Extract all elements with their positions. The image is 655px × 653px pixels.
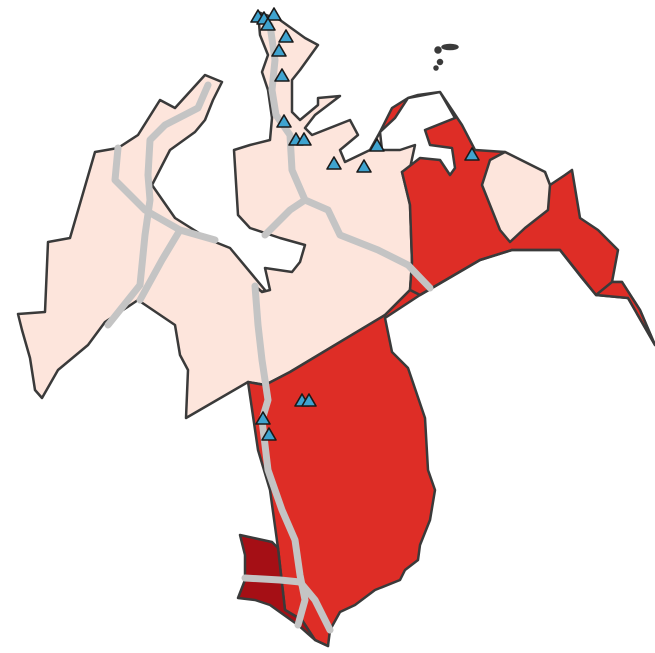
site-marker[interactable] [369, 138, 385, 152]
site-marker[interactable] [271, 43, 287, 57]
road [136, 226, 184, 304]
site-marker[interactable] [296, 132, 312, 146]
road [261, 196, 309, 239]
site-marker[interactable] [278, 29, 294, 43]
site-marker[interactable] [276, 114, 292, 128]
region-south[interactable] [246, 248, 655, 648]
site-marker[interactable] [261, 427, 277, 441]
region-southwest-tip[interactable] [236, 533, 330, 648]
road [241, 574, 334, 634]
islet [441, 43, 459, 51]
site-marker[interactable] [260, 17, 276, 31]
islet [436, 58, 444, 66]
site-marker[interactable] [274, 68, 290, 82]
region-northeast-enclave[interactable] [480, 150, 552, 244]
road [111, 144, 219, 244]
roads-layer [104, 21, 434, 634]
site-marker[interactable] [356, 159, 372, 173]
markers-layer [250, 7, 480, 441]
islet [433, 65, 439, 71]
regions-layer [16, 10, 655, 648]
road [104, 81, 212, 329]
site-marker[interactable] [266, 7, 282, 21]
site-marker[interactable] [464, 147, 480, 161]
islet [434, 46, 442, 54]
site-marker[interactable] [326, 156, 342, 170]
site-marker[interactable] [255, 411, 271, 425]
site-marker[interactable] [301, 393, 317, 407]
road [266, 21, 434, 292]
